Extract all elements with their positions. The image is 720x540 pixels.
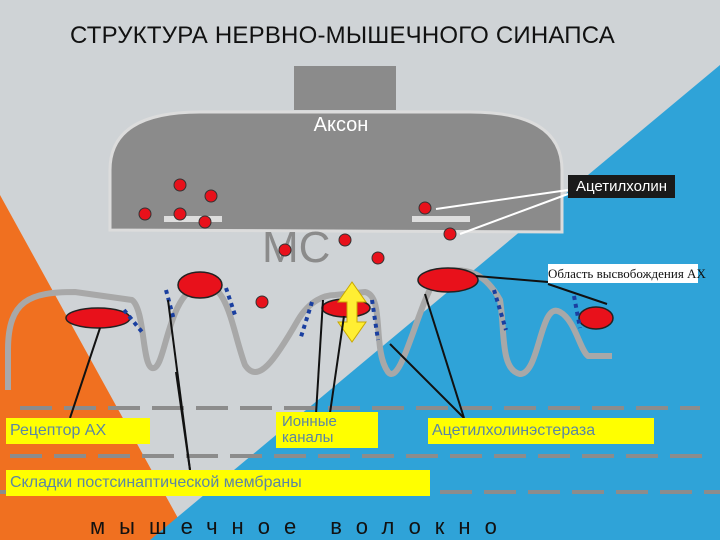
acetylcholine-label: Ацетилхолин xyxy=(568,175,676,198)
receptors xyxy=(65,267,614,330)
axon-stem xyxy=(294,66,396,110)
postsynaptic-membrane xyxy=(5,267,612,390)
axon-terminal xyxy=(108,110,564,234)
slide-title: СТРУКТУРА НЕРВНО-МЫШЕЧНОГО СИНАПСА xyxy=(70,22,615,49)
release-arrow xyxy=(337,281,367,343)
muscle-fiber-label: мышечное волокно xyxy=(90,514,511,539)
receptor-label: Рецептор АХ xyxy=(6,418,150,444)
ion-channels-label: Ионные каналы xyxy=(276,412,378,448)
orange-background-wedge xyxy=(0,195,190,540)
axon-label: Аксон xyxy=(313,114,369,136)
black-pointers xyxy=(69,275,608,471)
acetylcholine-vesicles xyxy=(138,178,457,309)
membrane-folds-label: Складки постсинаптической мембраны xyxy=(6,470,430,496)
ion-channels xyxy=(122,287,582,341)
esterase-label: Ацетилхолинэстераза xyxy=(428,418,654,444)
acetylcholine-pointers xyxy=(435,189,569,235)
faded-text-fragment: MC xyxy=(262,223,330,272)
release-zone-label: Область высвобождения АХ xyxy=(548,264,706,283)
